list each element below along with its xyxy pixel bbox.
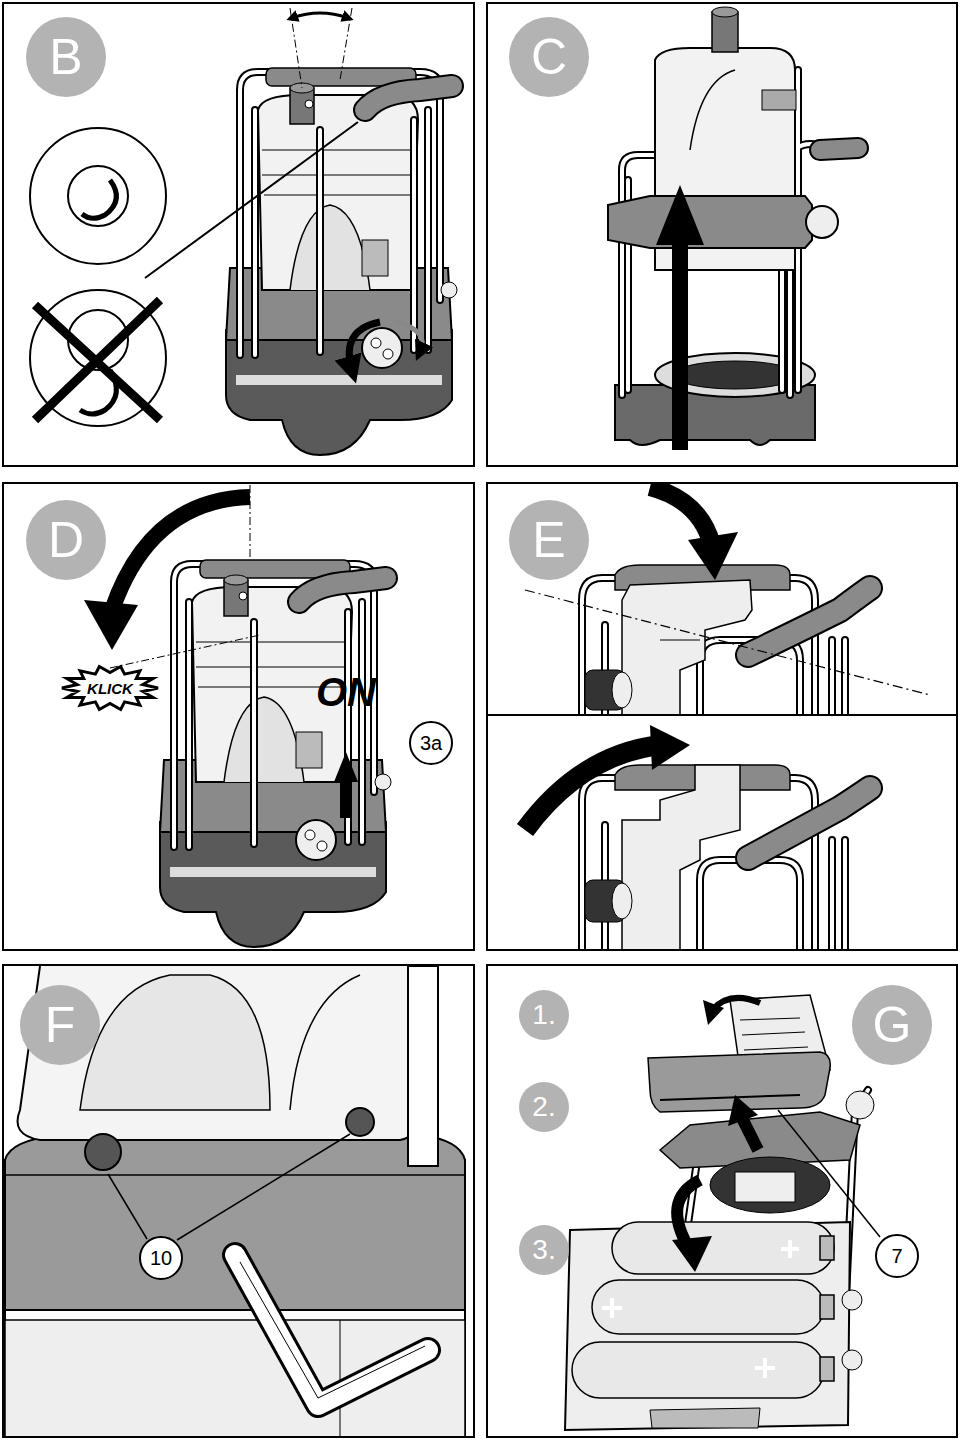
panel-letter: G — [852, 985, 932, 1065]
panel-letter-text: D — [48, 515, 84, 565]
panel-letter: C — [509, 17, 589, 97]
click-starburst: KLICK — [62, 666, 158, 710]
panel-letter-text: C — [531, 32, 567, 82]
on-label: ON — [316, 672, 376, 712]
step-number: 3. — [519, 1225, 569, 1275]
panel-letter: B — [26, 17, 106, 97]
step-number: 2. — [519, 1082, 569, 1132]
starburst-shape — [62, 667, 158, 710]
panel-letter-text: B — [49, 32, 82, 82]
step-number-text: 1. — [532, 1001, 555, 1029]
panel-g-art — [565, 995, 880, 1430]
callout-number-text: 3a — [420, 733, 442, 753]
step-number-text: 2. — [532, 1093, 555, 1121]
panel-letter: E — [509, 500, 589, 580]
panel-f-art — [5, 966, 465, 1440]
click-starburst-text: KLICK — [87, 681, 133, 696]
panel-letter: F — [20, 985, 100, 1065]
callout-number-text: 10 — [150, 1248, 172, 1268]
callout-number-text: 7 — [891, 1246, 902, 1266]
callout-number: 10 — [139, 1236, 183, 1280]
panel-letter: D — [26, 500, 106, 580]
panel-e-art — [525, 487, 930, 960]
panel-d-art — [84, 485, 391, 947]
panel-c-art — [608, 7, 858, 450]
step-number: 1. — [519, 990, 569, 1040]
panel-letter-text: E — [532, 515, 565, 565]
callout-number: 3a — [409, 721, 453, 765]
panel-letter-text: F — [45, 1000, 76, 1050]
step-number-text: 3. — [532, 1236, 555, 1264]
panel-letter-text: G — [873, 1000, 912, 1050]
callout-number: 7 — [875, 1234, 919, 1278]
panel-frame — [3, 3, 957, 1437]
